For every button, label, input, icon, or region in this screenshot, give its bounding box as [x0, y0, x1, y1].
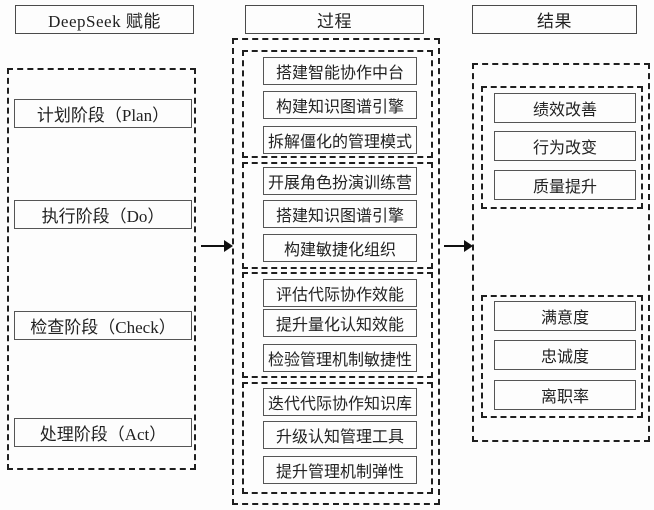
- arrow-process-to-result-icon: [444, 240, 473, 252]
- process-item: 提升管理机制弹性: [263, 456, 417, 484]
- process-item: 搭建知识图谱引擎: [263, 200, 417, 228]
- results-outer-container: [472, 63, 650, 442]
- process-item: 评估代际协作效能: [263, 279, 417, 307]
- process-item: 拆解僵化的管理模式: [263, 126, 417, 154]
- result-item: 忠诚度: [494, 340, 636, 370]
- result-item: 质量提升: [494, 170, 636, 200]
- process-column-header: 过程: [245, 5, 424, 34]
- process-outer-container: [232, 38, 440, 505]
- process-item: 构建敏捷化组织: [263, 234, 417, 262]
- arrow-left-to-process-icon: [201, 240, 233, 252]
- process-item: 提升量化认知效能: [263, 309, 417, 337]
- pdca-stages-container: [7, 68, 196, 470]
- result-item: 满意度: [494, 301, 636, 331]
- act-stage-box: 处理阶段（Act）: [14, 418, 192, 447]
- result-item: 离职率: [494, 380, 636, 410]
- process-group-act: [242, 382, 433, 494]
- result-item: 绩效改善: [494, 93, 636, 123]
- result-column-header: 结果: [472, 5, 637, 34]
- process-item: 升级认知管理工具: [263, 421, 417, 449]
- plan-stage-box: 计划阶段（Plan）: [14, 99, 192, 128]
- results-group-employee: [481, 295, 643, 418]
- process-group-check: [242, 272, 433, 378]
- process-item: 迭代代际协作知识库: [263, 388, 417, 416]
- process-group-do: [242, 162, 433, 269]
- check-stage-box: 检查阶段（Check）: [14, 311, 192, 340]
- process-item: 开展角色扮演训练营: [263, 167, 417, 195]
- process-item: 检验管理机制敏捷性: [263, 344, 417, 372]
- do-stage-box: 执行阶段（Do）: [14, 200, 192, 229]
- process-group-plan: [242, 50, 433, 158]
- process-item: 构建知识图谱引擎: [263, 91, 417, 119]
- result-item: 行为改变: [494, 131, 636, 161]
- results-group-performance: [481, 86, 643, 209]
- process-item: 搭建智能协作中台: [263, 57, 417, 85]
- left-column-header: DeepSeek 赋能: [15, 5, 194, 34]
